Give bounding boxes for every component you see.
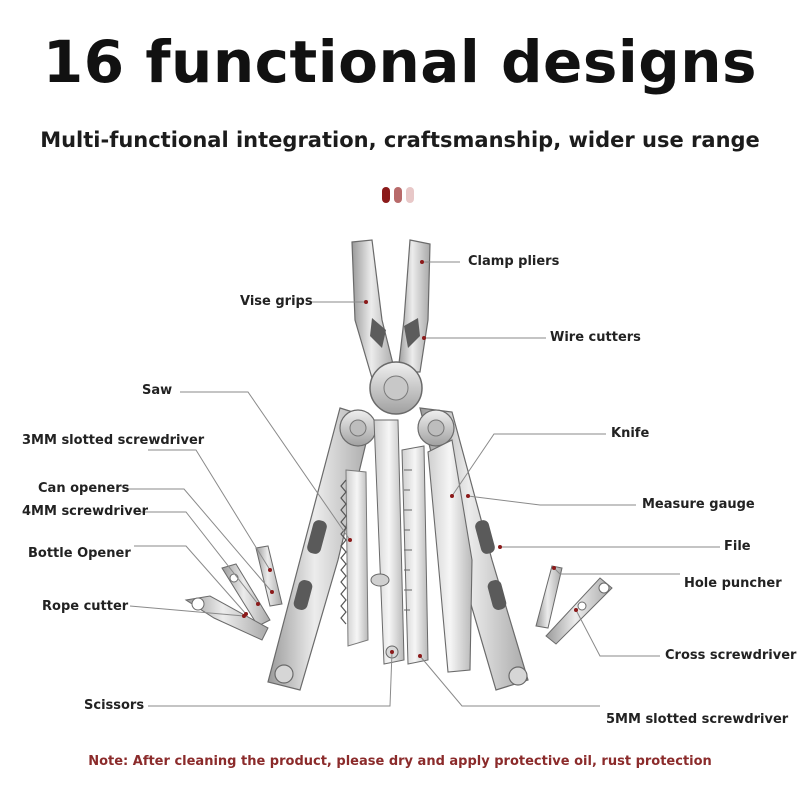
label-scissors: Scissors: [84, 698, 145, 713]
label-rope-cutter: Rope cutter: [42, 599, 129, 614]
page-subtitle: Multi-functional integration, craftsmans…: [40, 128, 760, 152]
ruler-blade: [401, 445, 429, 665]
dot-medium: [394, 187, 402, 203]
label-vise-grips: Vise grips: [240, 294, 313, 309]
label-can-openers: Can openers: [38, 481, 130, 496]
label-hole-puncher: Hole puncher: [684, 576, 782, 591]
page-title: 16 functional designs: [42, 28, 758, 96]
knife-blade: [427, 439, 473, 673]
plier-jaws: [351, 239, 431, 415]
dot-dark: [382, 187, 390, 203]
label-4mm-screwdriver: 4MM screwdriver: [22, 504, 149, 519]
label-wire-cutters: Wire cutters: [550, 330, 641, 345]
label-3mm-slotted-screwdriver: 3MM slotted screwdriver: [22, 433, 205, 448]
leader-dots: [242, 260, 578, 658]
decorative-dots: [382, 187, 414, 205]
label-file: File: [724, 539, 751, 554]
left-fanned-tools: [184, 545, 283, 641]
label-saw: Saw: [142, 383, 173, 398]
care-note: Note: After cleaning the product, please…: [88, 754, 712, 769]
saw-blade: [340, 469, 369, 647]
leader-lines: [128, 261, 720, 707]
label-bottle-opener: Bottle Opener: [28, 546, 131, 561]
dot-light: [406, 187, 414, 203]
label-knife: Knife: [611, 426, 650, 441]
label-clamp-pliers: Clamp pliers: [468, 254, 560, 269]
scissors-tool: [370, 419, 405, 665]
label-cross-screwdriver: Cross screwdriver: [665, 648, 797, 663]
label-measure-gauge: Measure gauge: [642, 497, 755, 512]
label-5mm-slotted-screwdriver: 5MM slotted screwdriver: [606, 712, 789, 727]
right-fanned-tools: [535, 565, 613, 645]
